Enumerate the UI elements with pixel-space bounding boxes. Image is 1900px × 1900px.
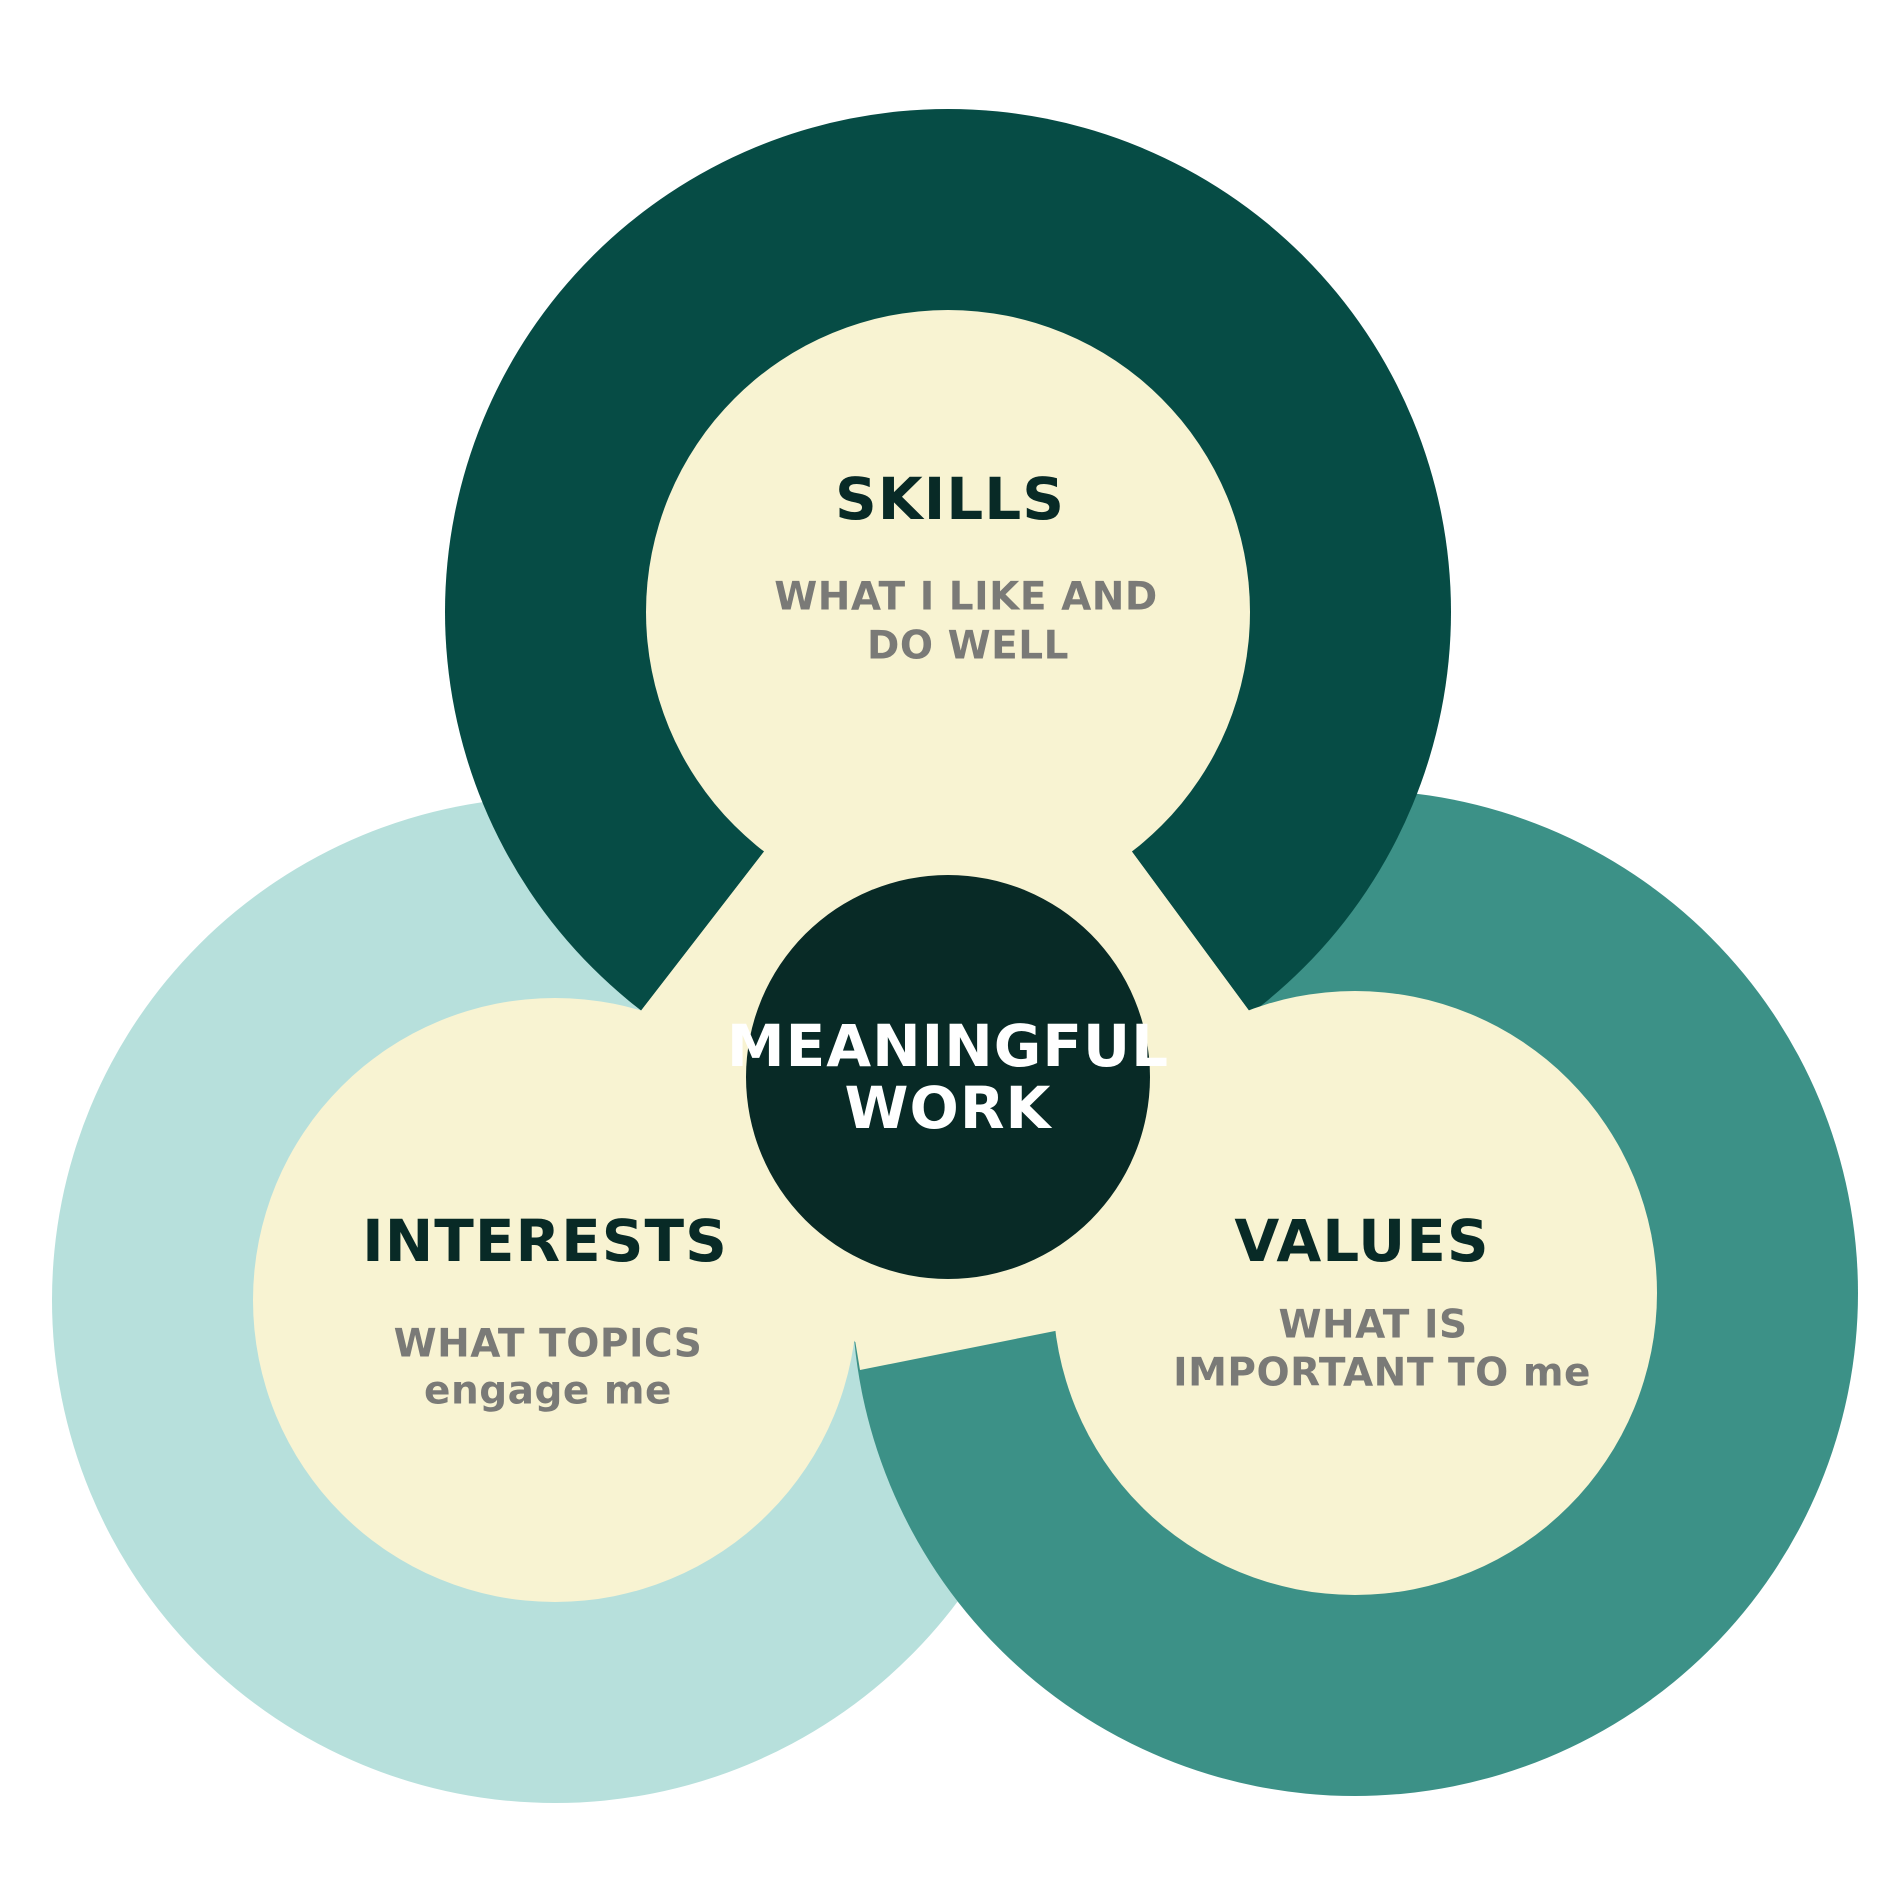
values-subtitle-line2: IMPORTANT TO me <box>1173 1351 1591 1396</box>
interests-title: INTERESTS <box>362 1207 728 1275</box>
interests-subtitle-line1: WHAT TOPICS <box>394 1322 703 1367</box>
values-inner-circle <box>1053 991 1657 1595</box>
skills-title: SKILLS <box>835 465 1065 533</box>
interests-inner-circle <box>253 998 857 1602</box>
center-circle <box>746 875 1150 1279</box>
interests-subtitle-line2: engage me <box>424 1369 672 1414</box>
values-subtitle-line1: WHAT IS <box>1278 1303 1467 1348</box>
values-title: VALUES <box>1234 1207 1489 1275</box>
center-title-line2: WORK <box>845 1074 1053 1142</box>
skills-inner-circle <box>646 310 1250 914</box>
skills-subtitle-line1: WHAT I LIKE AND <box>774 575 1158 620</box>
skills-subtitle-line2: DO WELL <box>867 624 1069 669</box>
center-title-line1: MEANINGFUL <box>727 1012 1169 1080</box>
